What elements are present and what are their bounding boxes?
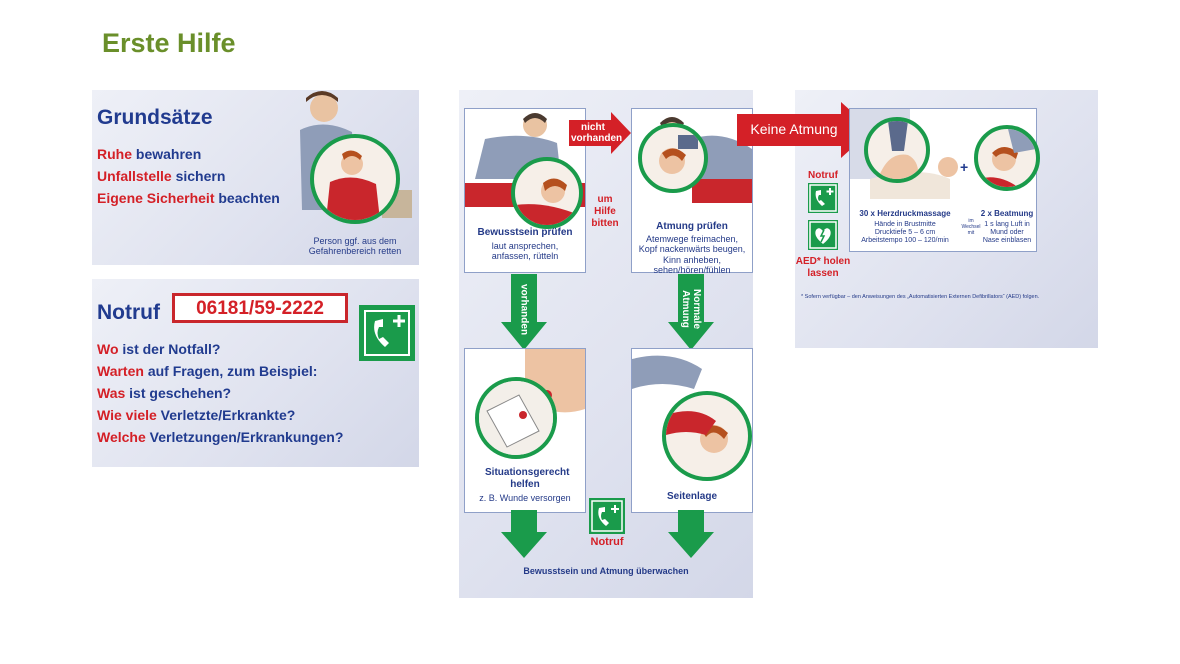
keine-atmung-arrow xyxy=(737,102,872,158)
grundsaetze-line-3-rest: beachten xyxy=(214,190,280,206)
flow-footer: Bewusstsein und Atmung überwachen xyxy=(523,566,689,576)
step3-title: Situationsgerecht helfen xyxy=(485,467,570,490)
notruf-line-2: Warten auf Fragen, zum Beispiel: xyxy=(97,363,317,379)
rescue-circle xyxy=(310,134,400,224)
bottom-arrow-left xyxy=(501,510,547,558)
step4-illustration xyxy=(632,355,702,389)
step4-circle xyxy=(662,391,752,481)
nicht-vorhanden-label: nicht vorhanden xyxy=(571,122,623,144)
grundsaetze-line-2-rest: sichern xyxy=(171,168,226,184)
notruf-line-3-key: Was xyxy=(97,385,126,401)
aed-footnote: * Sofern verfügbar – den Anweisungen des… xyxy=(801,294,1040,300)
notruf-line-4-rest: Verletzte/Erkrankte? xyxy=(156,407,296,423)
grundsaetze-heading: Grundsätze xyxy=(97,106,213,129)
notruf-line-1-key: Wo xyxy=(97,341,119,357)
notruf-line-2-key: Warten xyxy=(97,363,144,379)
grundsaetze-panel: Grundsätze Ruhe bewahren Unfallstelle si… xyxy=(92,90,419,265)
grundsaetze-line-3-key: Eigene Sicherheit xyxy=(97,190,215,206)
aed-label: AED* holen lassen xyxy=(795,256,851,279)
massage-title: 30 x Herzdruckmassage xyxy=(859,209,951,218)
notruf-line-1: Wo ist der Notfall? xyxy=(97,341,220,357)
bottom-arrow-right xyxy=(668,510,714,558)
flowchart-panel: Bewusstsein prüfen laut ansprechen, anfa… xyxy=(459,90,753,598)
step2-desc: Atemwege freimachen, Kopf nackenwärts be… xyxy=(638,234,746,276)
step2-circle xyxy=(638,123,708,193)
step3-circle xyxy=(475,377,557,459)
grundsaetze-caption: Person ggf. aus dem Gefahrenbereich rett… xyxy=(308,236,402,257)
notruf-line-1-rest: ist der Notfall? xyxy=(118,341,221,357)
cpr-card: + 30 x Herzdruckmassage Hände in Brustmi… xyxy=(849,108,1040,252)
notruf-number-box: 06181/59-2222 xyxy=(172,293,348,323)
grundsaetze-line-3: Eigene Sicherheit beachten xyxy=(97,190,280,206)
step1-title: Bewusstsein prüfen xyxy=(477,227,573,238)
grundsaetze-line-1: Ruhe bewahren xyxy=(97,146,201,162)
massage-circle xyxy=(864,117,930,183)
beatmung-title: 2 x Beatmung xyxy=(980,209,1034,218)
vorhanden-label: vorhanden xyxy=(518,283,530,336)
flow-notruf-icon xyxy=(589,498,625,534)
step1-circle xyxy=(511,157,583,229)
emergency-phone-icon xyxy=(359,305,415,361)
flow-notruf-label: Notruf xyxy=(590,536,624,548)
grundsaetze-line-2-key: Unfallstelle xyxy=(97,168,172,184)
keine-atmung-label: Keine Atmung xyxy=(750,121,838,137)
notruf-heading: Notruf xyxy=(97,301,160,324)
notruf-line-5: Welche Verletzungen/Erkrankungen? xyxy=(97,429,343,445)
grundsaetze-line-1-rest: bewahren xyxy=(132,146,202,162)
cpr-phone-icon xyxy=(808,183,838,213)
notruf-line-4-key: Wie viele xyxy=(97,407,157,423)
notruf-line-3-rest: ist geschehen? xyxy=(125,385,232,401)
aed-icon xyxy=(808,220,838,250)
massage-desc: Hände in Brustmitte Drucktiefe 5 – 6 cm … xyxy=(861,221,949,245)
normale-atmung-label: Normale Atmung xyxy=(680,288,702,329)
step3-desc: z. B. Wunde versorgen xyxy=(479,493,571,503)
step-helfen-card: Situationsgerecht helfen z. B. Wunde ver… xyxy=(464,348,586,513)
step-bewusstsein-card: Bewusstsein prüfen laut ansprechen, anfa… xyxy=(464,108,586,273)
grundsaetze-line-1-key: Ruhe xyxy=(97,146,132,162)
im-wechsel-label: im Wechsel mit xyxy=(961,218,981,236)
notruf-line-5-rest: Verletzungen/Erkrankungen? xyxy=(145,429,344,445)
beatmung-desc: 1 s lang Luft in Mund oder Nase einblase… xyxy=(982,221,1032,245)
notruf-panel: Notruf 06181/59-2222 Wo ist der Notfall?… xyxy=(92,279,419,467)
grundsaetze-line-2: Unfallstelle sichern xyxy=(97,168,225,184)
notruf-line-3: Was ist geschehen? xyxy=(97,385,231,401)
step-seitenlage-card: Seitenlage xyxy=(631,348,753,513)
step1-desc: laut ansprechen, anfassen, rütteln xyxy=(491,241,559,262)
cpr-plus: + xyxy=(960,159,969,175)
vorhanden-arrow xyxy=(501,274,547,350)
beatmung-circle xyxy=(974,125,1040,191)
notruf-line-4: Wie viele Verletzte/Erkrankte? xyxy=(97,407,295,423)
page-title: Erste Hilfe xyxy=(102,28,236,58)
step2-title: Atmung prüfen xyxy=(656,221,728,232)
notruf-line-5-key: Welche xyxy=(97,429,146,445)
step4-title: Seitenlage xyxy=(666,491,718,502)
nicht-vorhanden-arrow xyxy=(569,112,631,154)
cpr-notruf-label: Notruf xyxy=(808,170,838,181)
notruf-number: 06181/59-2222 xyxy=(196,298,324,319)
normale-atmung-arrow xyxy=(668,274,714,350)
um-hilfe-bitten-label: um Hilfe bitten xyxy=(591,194,619,229)
notruf-line-2-rest: auf Fragen, zum Beispiel: xyxy=(143,363,318,379)
step-atmung-card: Atmung prüfen Atemwege freimachen, Kopf … xyxy=(631,108,753,276)
cpr-panel: Keine Atmung Notruf AED* holen lassen xyxy=(737,90,1098,348)
